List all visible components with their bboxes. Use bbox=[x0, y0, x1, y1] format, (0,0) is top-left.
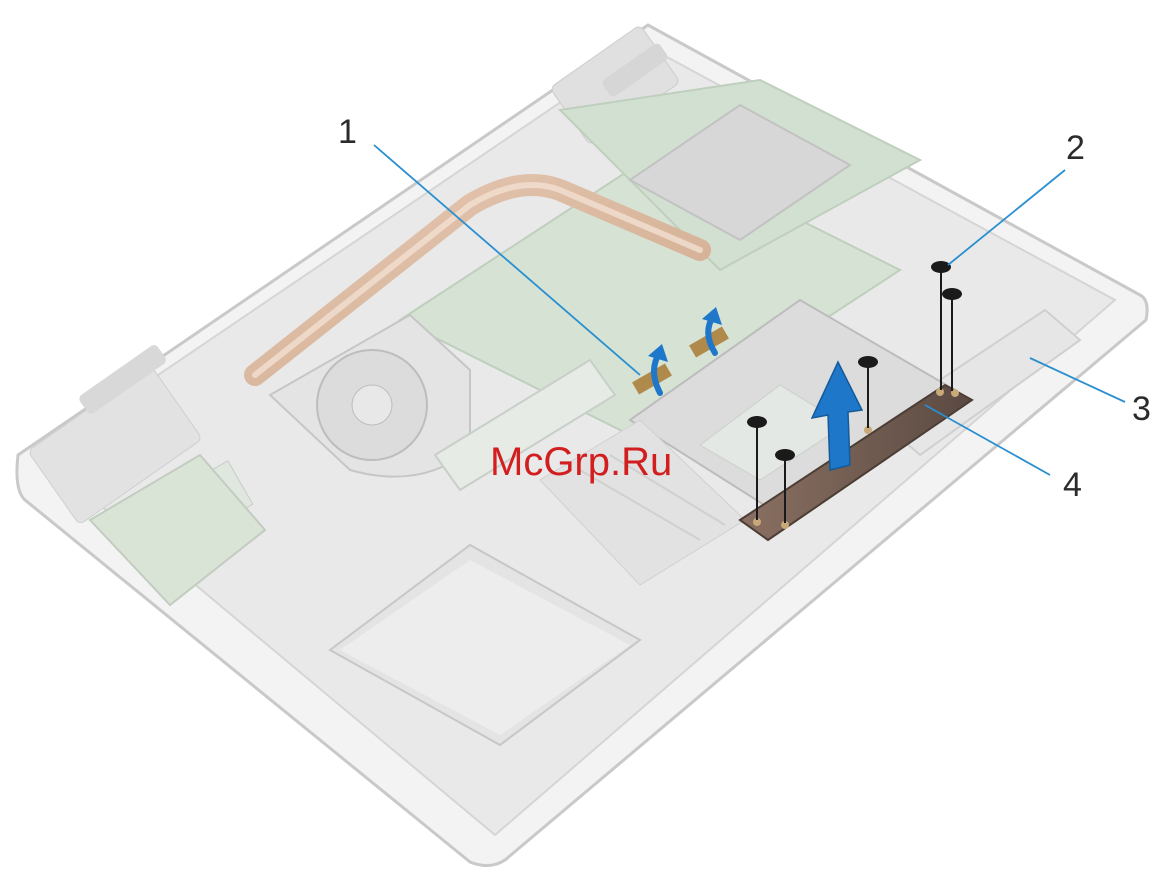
watermark: McGrp.Ru bbox=[490, 440, 672, 484]
callout-2: 2 bbox=[1066, 129, 1085, 167]
callout-1: 1 bbox=[338, 113, 357, 151]
callout-4: 4 bbox=[1063, 466, 1082, 504]
callout-3: 3 bbox=[1132, 390, 1151, 428]
